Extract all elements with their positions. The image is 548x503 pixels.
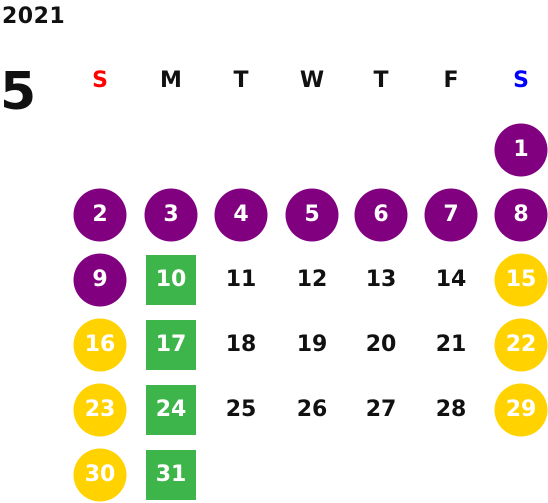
weekday-3: W bbox=[299, 68, 325, 93]
day-number: 5 bbox=[304, 202, 320, 227]
day-cell-6[interactable]: 6 bbox=[354, 188, 408, 242]
day-cell-28[interactable]: 28 bbox=[424, 383, 478, 437]
day-number: 25 bbox=[225, 397, 257, 422]
circle-marker-purple bbox=[73, 188, 127, 242]
day-cell-27[interactable]: 27 bbox=[354, 383, 408, 437]
day-number: 24 bbox=[155, 397, 187, 422]
day-number: 23 bbox=[84, 397, 116, 422]
day-cell-29[interactable]: 29 bbox=[494, 383, 548, 437]
weekday-4: T bbox=[373, 68, 389, 93]
square-marker-green bbox=[146, 450, 196, 500]
day-number: 15 bbox=[505, 267, 537, 292]
day-cell-3[interactable]: 3 bbox=[144, 188, 198, 242]
weekday-6: S bbox=[513, 68, 529, 93]
day-number: 4 bbox=[233, 202, 249, 227]
day-number: 28 bbox=[435, 397, 467, 422]
day-number: 30 bbox=[84, 462, 116, 487]
day-number: 31 bbox=[155, 462, 187, 487]
day-cell-1[interactable]: 1 bbox=[494, 123, 548, 177]
day-number: 29 bbox=[505, 397, 537, 422]
day-number: 17 bbox=[155, 332, 187, 357]
circle-marker-purple bbox=[354, 188, 408, 242]
day-number: 2 bbox=[92, 202, 108, 227]
square-marker-green bbox=[146, 320, 196, 370]
day-number: 11 bbox=[225, 267, 257, 292]
circle-marker-purple bbox=[73, 253, 127, 307]
weekday-1: M bbox=[160, 68, 182, 93]
day-cell-25[interactable]: 25 bbox=[214, 383, 268, 437]
circle-marker-purple bbox=[214, 188, 268, 242]
day-cell-7[interactable]: 7 bbox=[424, 188, 478, 242]
day-number: 13 bbox=[365, 267, 397, 292]
day-cell-9[interactable]: 9 bbox=[73, 253, 127, 307]
day-cell-12[interactable]: 12 bbox=[285, 253, 339, 307]
circle-marker-yellow bbox=[73, 448, 127, 502]
day-number: 3 bbox=[163, 202, 179, 227]
day-cell-16[interactable]: 16 bbox=[73, 318, 127, 372]
day-number: 16 bbox=[84, 332, 116, 357]
day-number: 27 bbox=[365, 397, 397, 422]
day-number: 22 bbox=[505, 332, 537, 357]
circle-marker-purple bbox=[494, 123, 548, 177]
weekday-5: F bbox=[443, 68, 459, 93]
circle-marker-purple bbox=[285, 188, 339, 242]
circle-marker-purple bbox=[494, 188, 548, 242]
circle-marker-purple bbox=[424, 188, 478, 242]
day-number: 9 bbox=[92, 267, 108, 292]
month-label: 5 bbox=[0, 62, 37, 122]
weekday-2: T bbox=[233, 68, 249, 93]
day-number: 14 bbox=[435, 267, 467, 292]
day-number: 7 bbox=[443, 202, 459, 227]
day-number: 19 bbox=[296, 332, 328, 357]
day-cell-2[interactable]: 2 bbox=[73, 188, 127, 242]
square-marker-green bbox=[146, 385, 196, 435]
weekday-0: S bbox=[92, 68, 108, 93]
circle-marker-yellow bbox=[73, 318, 127, 372]
day-cell-18[interactable]: 18 bbox=[214, 318, 268, 372]
circle-marker-yellow bbox=[494, 318, 548, 372]
day-cell-15[interactable]: 15 bbox=[494, 253, 548, 307]
day-number: 8 bbox=[513, 202, 529, 227]
circle-marker-yellow bbox=[494, 383, 548, 437]
day-cell-14[interactable]: 14 bbox=[424, 253, 478, 307]
day-cell-13[interactable]: 13 bbox=[354, 253, 408, 307]
square-marker-green bbox=[146, 255, 196, 305]
day-cell-4[interactable]: 4 bbox=[214, 188, 268, 242]
day-cell-24[interactable]: 24 bbox=[144, 383, 198, 437]
day-number: 1 bbox=[513, 137, 529, 162]
day-cell-21[interactable]: 21 bbox=[424, 318, 478, 372]
day-number: 12 bbox=[296, 267, 328, 292]
day-cell-30[interactable]: 30 bbox=[73, 448, 127, 502]
day-cell-26[interactable]: 26 bbox=[285, 383, 339, 437]
circle-marker-purple bbox=[144, 188, 198, 242]
day-number: 26 bbox=[296, 397, 328, 422]
day-cell-31[interactable]: 31 bbox=[144, 448, 198, 502]
circle-marker-yellow bbox=[73, 383, 127, 437]
day-number: 18 bbox=[225, 332, 257, 357]
day-cell-5[interactable]: 5 bbox=[285, 188, 339, 242]
day-number: 20 bbox=[365, 332, 397, 357]
day-cell-10[interactable]: 10 bbox=[144, 253, 198, 307]
year-label: 2021 bbox=[2, 4, 66, 29]
day-cell-8[interactable]: 8 bbox=[494, 188, 548, 242]
day-number: 21 bbox=[435, 332, 467, 357]
day-number: 6 bbox=[373, 202, 389, 227]
circle-marker-yellow bbox=[494, 253, 548, 307]
day-cell-20[interactable]: 20 bbox=[354, 318, 408, 372]
day-number: 10 bbox=[155, 267, 187, 292]
day-cell-22[interactable]: 22 bbox=[494, 318, 548, 372]
day-cell-19[interactable]: 19 bbox=[285, 318, 339, 372]
day-cell-17[interactable]: 17 bbox=[144, 318, 198, 372]
day-cell-11[interactable]: 11 bbox=[214, 253, 268, 307]
day-cell-23[interactable]: 23 bbox=[73, 383, 127, 437]
